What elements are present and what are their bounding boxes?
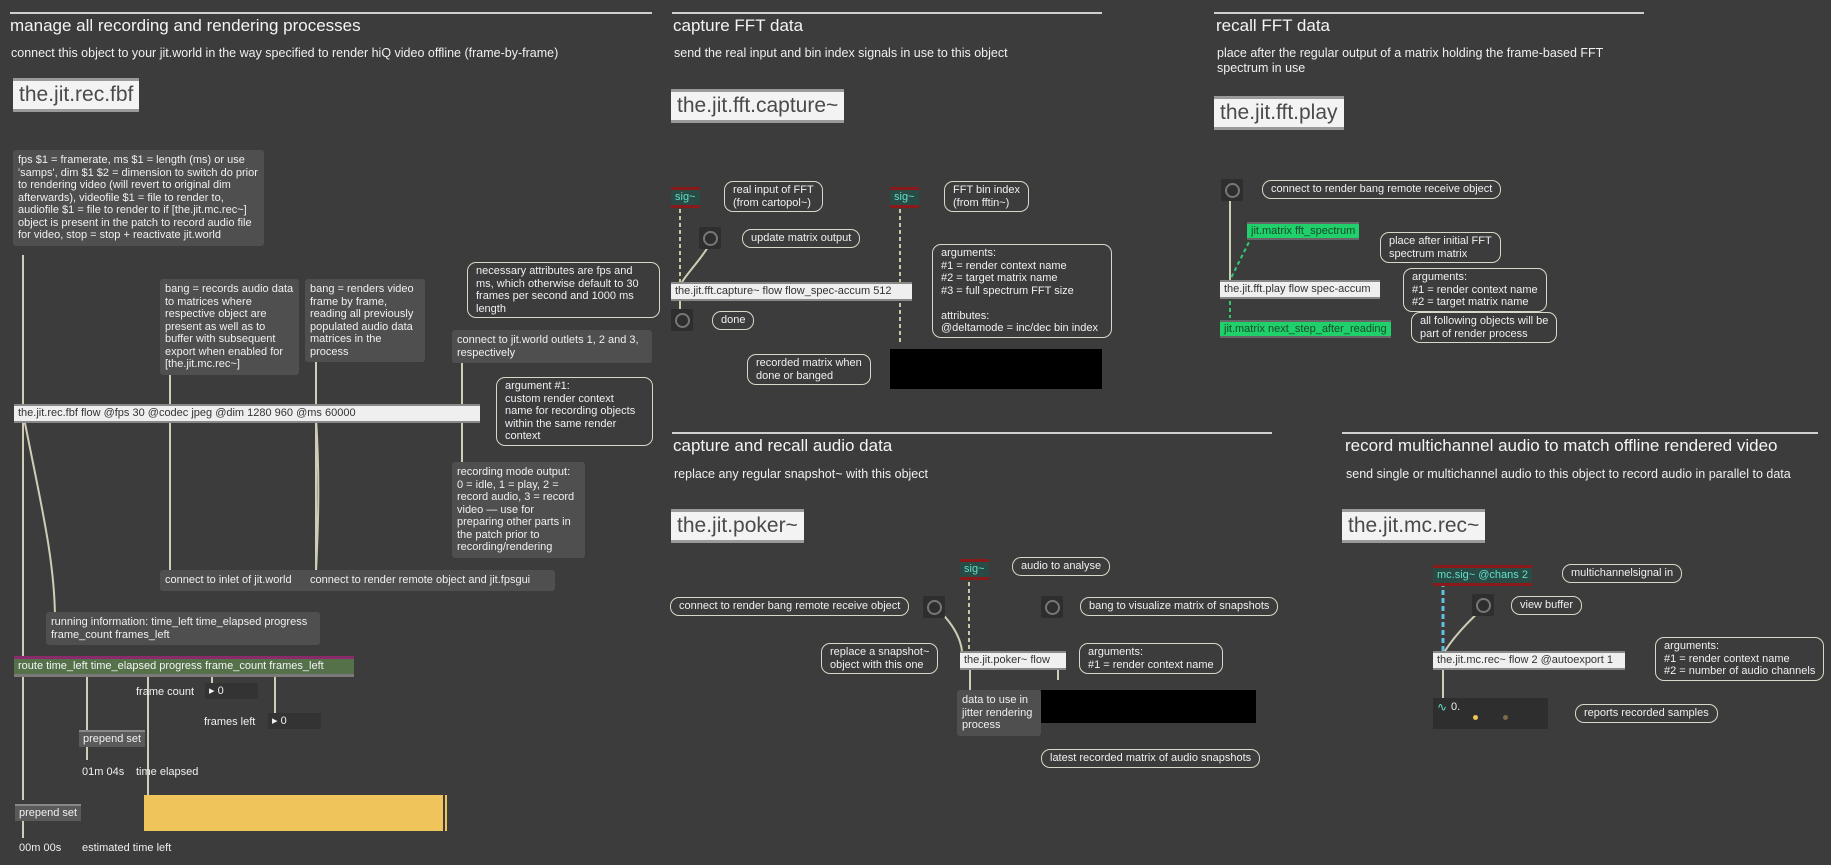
section-sub-mc: send single or multichannel audio to thi… [1346, 467, 1791, 481]
bpatcher-poker[interactable]: the.jit.poker~ [671, 509, 804, 543]
divider [672, 12, 1102, 14]
comment-inlet: connect to inlet of jit.world [160, 570, 310, 591]
divider [672, 432, 1272, 434]
bpatcher-mc-rec[interactable]: the.jit.mc.rec~ [1342, 509, 1486, 543]
object-sig-real[interactable]: sig~ [671, 187, 700, 208]
bubble-poker-args: arguments: #1 = render context name [1079, 643, 1223, 674]
label-time-elapsed: time elapsed [136, 766, 199, 778]
object-mc-rec[interactable]: the.jit.mc.rec~ flow 2 @autoexport 1 [1433, 651, 1625, 670]
section-sub-capture: send the real input and bin index signal… [674, 46, 1008, 60]
bang-visualize[interactable] [1041, 596, 1063, 618]
object-route[interactable]: route time_left time_elapsed progress fr… [14, 656, 354, 677]
comment-recording-mode: recording mode output: 0 = idle, 1 = pla… [452, 462, 585, 558]
bubble-all-following: all following objects will be part of re… [1411, 312, 1558, 343]
bubble-recall-connect: connect to render bang remote receive ob… [1262, 180, 1502, 199]
bubble-mc-args: arguments: #1 = render context name #2 =… [1655, 637, 1825, 681]
signal-meter: ∿ 0. [1433, 698, 1548, 729]
object-matrix-fft-spectrum[interactable]: jit.matrix fft_spectrum [1247, 222, 1360, 240]
object-fft-play[interactable]: the.jit.fft.play flow spec-accum [1220, 280, 1380, 299]
object-matrix-next-step[interactable]: jit.matrix next_step_after_reading [1220, 320, 1391, 338]
bang-poker-remote[interactable] [923, 596, 945, 618]
bpatcher-fft-play[interactable]: the.jit.fft.play [1214, 96, 1344, 130]
bubble-visualize: bang to visualize matrix of snapshots [1080, 597, 1279, 616]
bubble-bin-index: FFT bin index (from fftin~) [944, 181, 1030, 212]
object-rec-fbf[interactable]: the.jit.rec.fbf flow @fps 30 @codec jpeg… [14, 404, 480, 423]
bang-update[interactable] [699, 227, 721, 249]
label-frames-left: frames left [204, 716, 256, 728]
bubble-place-after: place after initial FFT spectrum matrix [1380, 232, 1501, 263]
comment-bang-audio: bang = records audio data to matrices wh… [160, 279, 299, 375]
matrix-display-capture [890, 349, 1102, 389]
divider [1214, 12, 1644, 14]
bubble-recorded-matrix: recorded matrix when done or banged [747, 354, 871, 385]
bubble-view-buffer: view buffer [1511, 596, 1582, 615]
comment-data-use: data to use in jitter rendering process [957, 690, 1041, 736]
section-title-rec: manage all recording and rendering proce… [10, 16, 361, 35]
comment-remote: connect to render remote object and jit.… [305, 570, 555, 591]
comment-fps: fps $1 = framerate, ms $1 = length (ms) … [13, 150, 264, 246]
progress-knob [443, 795, 445, 831]
section-title-poker: capture and recall audio data [673, 436, 893, 455]
comment-running: running information: time_left time_elap… [46, 612, 320, 645]
matrix-display-poker [1041, 690, 1256, 723]
comment-outlets: connect to jit.world outlets 1, 2 and 3,… [452, 330, 652, 363]
divider [10, 12, 652, 14]
object-prepend-left[interactable]: prepend set [15, 804, 82, 821]
meter-value: 0. [1451, 701, 1461, 713]
object-prepend-elapsed[interactable]: prepend set [79, 730, 146, 747]
bubble-audio-analyse: audio to analyse [1012, 557, 1111, 576]
bubble-mc-in: multichannelsignal in [1562, 564, 1683, 583]
value-time-elapsed: 01m 04s [82, 766, 125, 778]
section-sub-poker: replace any regular snapshot~ with this … [674, 467, 928, 481]
progress-fill [144, 795, 447, 831]
bpatcher-fft-capture[interactable]: the.jit.fft.capture~ [671, 89, 845, 123]
bubble-capture-args: arguments: #1 = render context name #2 =… [932, 244, 1112, 338]
section-sub-rec: connect this object to your jit.world in… [11, 46, 559, 60]
section-title-recall: recall FFT data [1216, 16, 1331, 35]
object-poker[interactable]: the.jit.poker~ flow [960, 651, 1066, 670]
wave-icon: ∿ [1437, 700, 1448, 714]
object-sig-poker[interactable]: sig~ [960, 559, 989, 580]
divider [1342, 432, 1818, 434]
channel-dot-1 [1473, 715, 1478, 720]
bang-view-buffer[interactable] [1472, 594, 1494, 616]
bang-recall-remote[interactable] [1221, 179, 1243, 201]
bubble-poker-connect: connect to render bang remote receive ob… [670, 597, 910, 616]
number-frames-left[interactable]: ▸ 0 [268, 713, 321, 729]
bang-done[interactable] [671, 309, 693, 331]
label-frame-count: frame count [136, 686, 195, 698]
frame-count-value: 0 [217, 685, 224, 697]
bubble-done: done [712, 311, 755, 330]
frames-left-value: 0 [280, 715, 287, 727]
bubble-argument: argument #1: custom render context name … [496, 377, 653, 446]
section-title-capture: capture FFT data [673, 16, 804, 35]
number-frame-count[interactable]: ▸ 0 [205, 683, 258, 699]
bpatcher-rec-fbf[interactable]: the.jit.rec.fbf [13, 78, 140, 112]
bubble-reports: reports recorded samples [1575, 704, 1718, 723]
bubble-attributes: necessary attributes are fps and ms, whi… [467, 262, 660, 318]
label-time-left: estimated time left [82, 842, 172, 854]
channel-dot-2 [1503, 715, 1508, 720]
object-sig-bin[interactable]: sig~ [890, 187, 919, 208]
bubble-replace-snapshot: replace a snapshot~ object with this one [821, 643, 939, 674]
bubble-recall-args: arguments: #1 = render context name #2 =… [1403, 268, 1547, 312]
object-mc-sig[interactable]: mc.sig~ @chans 2 [1433, 565, 1532, 586]
value-time-left: 00m 00s [19, 842, 62, 854]
object-fft-capture[interactable]: the.jit.fft.capture~ flow flow_spec-accu… [671, 282, 912, 301]
section-sub-recall: place after the regular output of a matr… [1217, 46, 1604, 75]
bubble-update: update matrix output [742, 229, 861, 248]
section-title-mc: record multichannel audio to match offli… [1345, 436, 1778, 455]
bubble-real-input: real input of FFT (from cartopol~) [724, 181, 823, 212]
progress-slider[interactable] [144, 795, 450, 831]
bubble-latest-matrix: latest recorded matrix of audio snapshot… [1041, 749, 1261, 768]
comment-bang-video: bang = renders video frame by frame, rea… [305, 279, 425, 362]
